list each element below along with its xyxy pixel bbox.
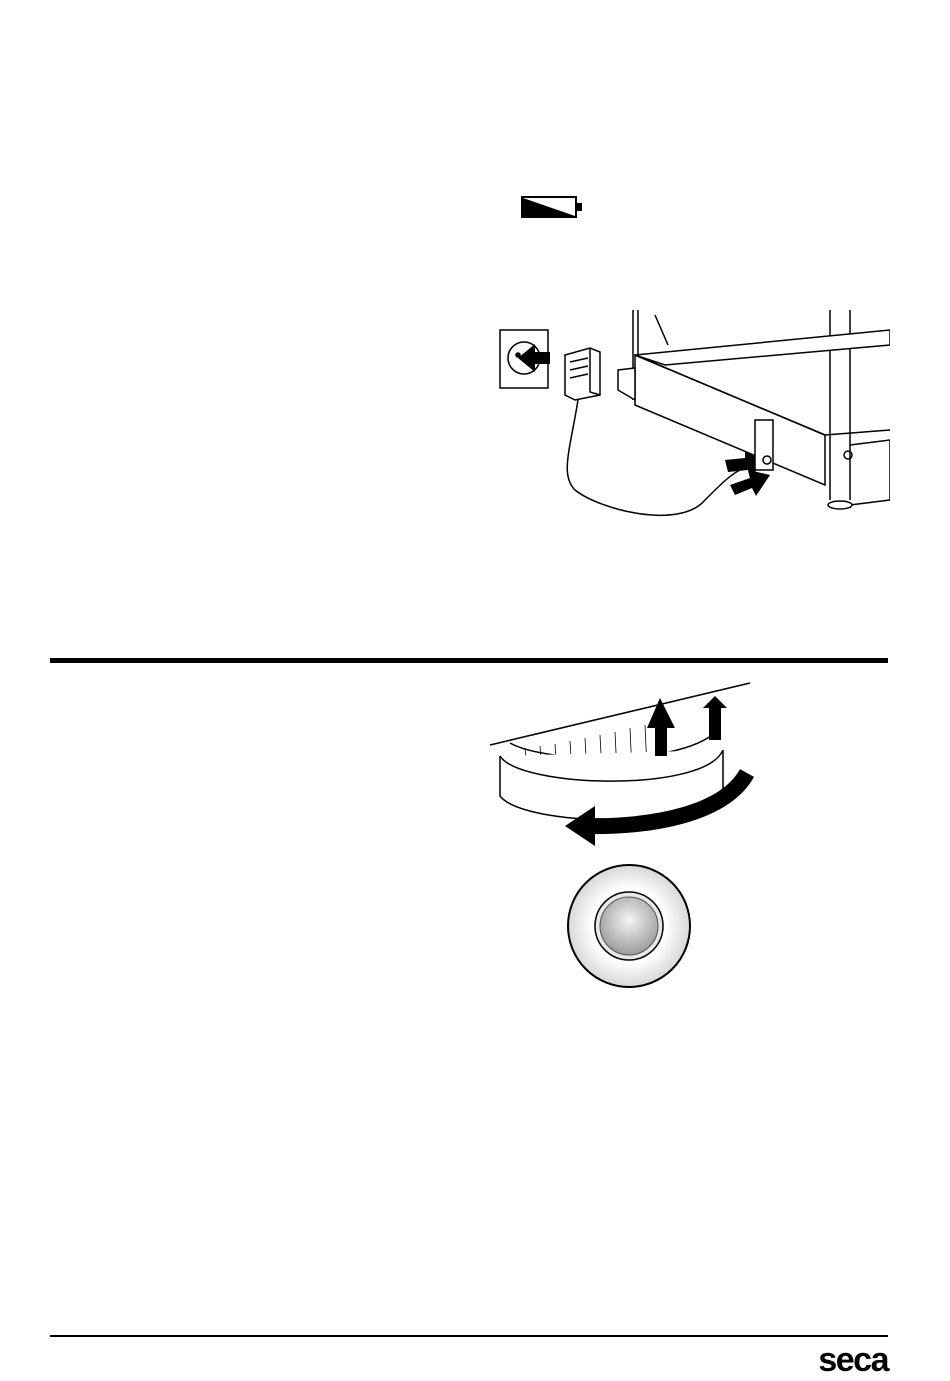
bubble-level-icon [565,862,693,990]
power-adapter-illustration [490,300,890,525]
adjustable-foot-illustration [485,678,760,853]
battery-low-icon [520,195,584,219]
section-divider [50,658,888,663]
brand-logo: seca [818,1340,888,1380]
footer-divider [50,1335,888,1337]
